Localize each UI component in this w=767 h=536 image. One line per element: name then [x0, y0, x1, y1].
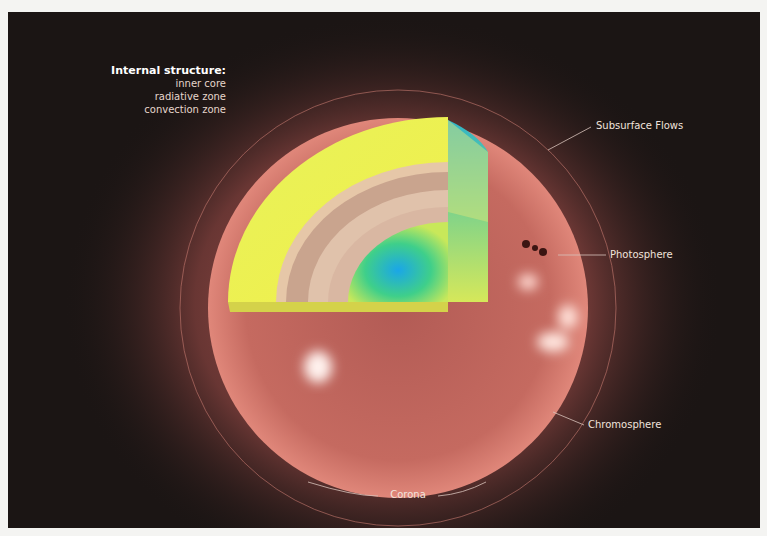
photo-frame: Internal structure:inner coreradiative z… — [8, 12, 760, 528]
radiative-inner — [328, 207, 448, 302]
part-label: Photosphere — [610, 249, 673, 261]
cut-floor — [228, 302, 448, 312]
sun-illustration — [8, 12, 760, 528]
corona-glow — [63, 14, 723, 528]
legend-text: convection zone — [144, 104, 226, 116]
legend-text: Internal structure: — [111, 64, 226, 77]
cut-face-top — [448, 120, 488, 222]
radiative-band — [308, 190, 448, 302]
inner-core — [348, 222, 448, 302]
chromosphere-ring — [180, 90, 616, 526]
sunspots — [522, 240, 547, 256]
sun-disk — [208, 118, 588, 498]
radiative-zone — [286, 172, 448, 302]
part-label: Corona — [390, 489, 426, 501]
cut-face — [448, 120, 488, 302]
part-label: Chromosphere — [588, 419, 661, 431]
radiative-zone-edge — [276, 162, 448, 302]
leader-lines — [308, 127, 606, 496]
legend-text: radiative zone — [155, 91, 226, 103]
convection-zone — [228, 117, 448, 302]
legend-text: inner core — [175, 78, 226, 90]
part-label: Subsurface Flows — [596, 120, 683, 132]
